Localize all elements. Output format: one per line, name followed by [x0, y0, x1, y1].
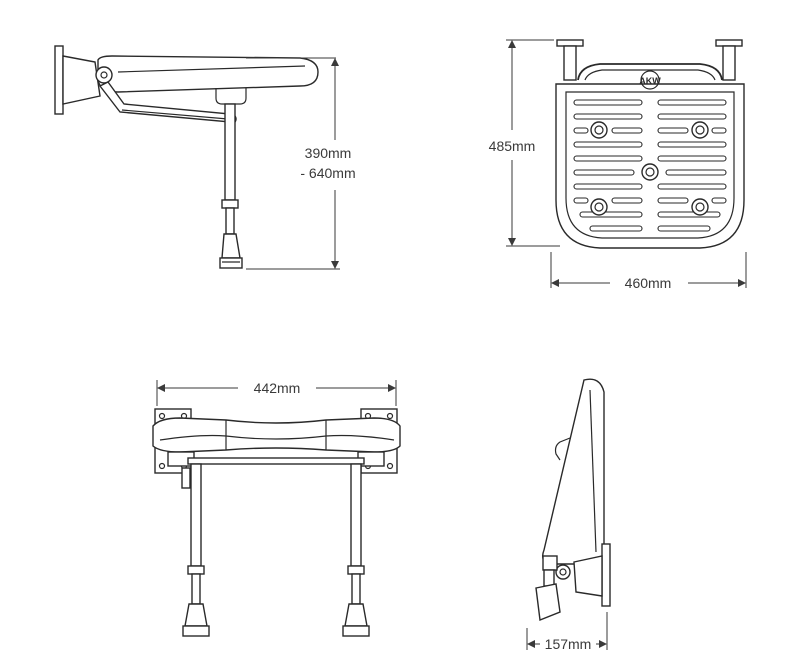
foot-left	[184, 603, 208, 627]
height-range-label-line1: 390mm	[305, 145, 352, 161]
top-view: AKW	[489, 39, 747, 291]
foot-rubber	[221, 233, 241, 259]
folded-hinge	[555, 564, 571, 580]
folded-seat	[541, 378, 605, 565]
logo-badge	[640, 70, 660, 90]
folded-wall-plate	[601, 543, 611, 607]
folded-view: 157mm	[526, 378, 611, 652]
seat-front	[152, 417, 401, 453]
wall-plate	[54, 45, 64, 115]
side-view: 390mm - 640mm	[54, 45, 356, 270]
hinge-pivot	[95, 66, 113, 84]
folded-foot	[535, 583, 561, 621]
foot-right	[344, 603, 368, 627]
bracket-top-right	[715, 39, 743, 47]
front-view: 442mm	[152, 380, 401, 637]
clip-left	[187, 565, 205, 575]
depth-label: 485mm	[489, 138, 536, 154]
foot-base	[219, 257, 243, 269]
leg-lower-right	[351, 573, 361, 605]
crossbar	[187, 457, 365, 465]
lever-left	[181, 467, 191, 489]
foot-base-left	[182, 625, 210, 637]
foot-base-right	[342, 625, 370, 637]
folded-bracket	[573, 555, 603, 597]
leg-upper	[224, 103, 236, 201]
seat-side	[97, 55, 319, 93]
height-range-label-line2: - 640mm	[300, 165, 355, 181]
bracket-top-left	[556, 39, 584, 47]
bracket-post-left	[563, 45, 577, 81]
logo-text: AKW	[639, 76, 661, 86]
leg-clip	[221, 199, 239, 209]
bolt-holes	[590, 121, 709, 216]
drain-slots	[573, 99, 727, 232]
leg-right	[350, 463, 362, 567]
folded-leg-clip	[542, 555, 558, 571]
inner-width-label: 442mm	[254, 380, 301, 396]
width-label: 460mm	[625, 275, 672, 291]
leg-lower	[225, 207, 235, 235]
bracket-post-right	[722, 45, 736, 81]
clip-right	[347, 565, 365, 575]
folded-depth-label: 157mm	[545, 636, 592, 652]
leg-lower-left	[191, 573, 201, 605]
wall-bracket	[62, 55, 101, 105]
folded-leg-lower	[543, 569, 555, 587]
leg-left	[190, 463, 202, 567]
